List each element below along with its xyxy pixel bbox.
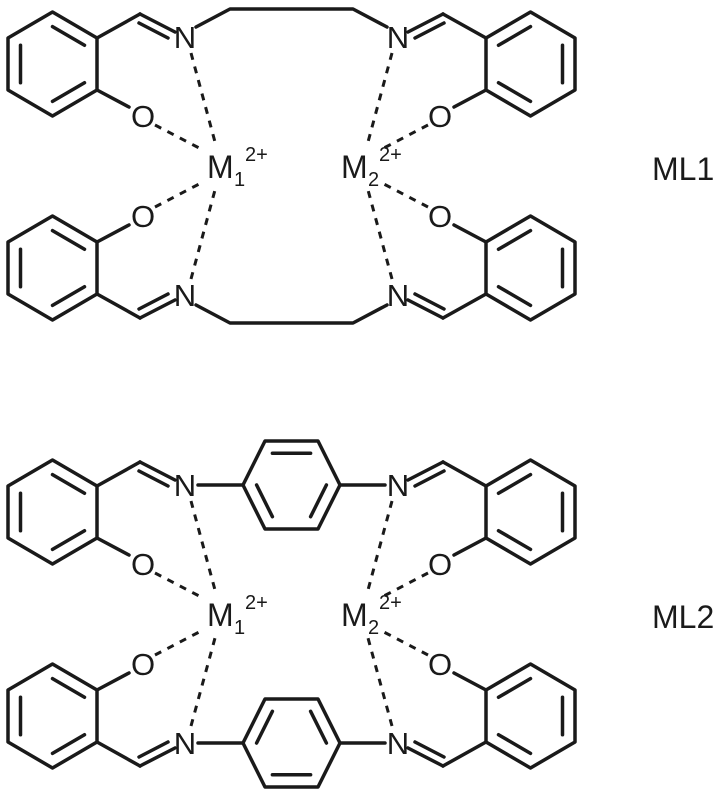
ml1-o-bottom-left-label: O [131,199,155,234]
ml1-ethylene-bridge-bottom [194,303,389,325]
ml2-phenylene-bridge-bottom [196,697,387,789]
ml1-o-top-right-label: O [428,99,452,134]
ml2-complex-label: ML2 [652,599,714,635]
ml2-n-top-right-label: N [387,468,409,503]
ml2-m2-n-bottom-coordination-bond [366,637,394,727]
ml2-m1-n-bottom-coordination-bond [189,637,217,727]
ml2-atom-labels: N N N N O O O O M 1 2+ M 2 2+ ML2 [131,468,714,761]
ml1-m2-n-top-coordination-bond [366,52,394,143]
ml1-m2-n-bottom-coordination-bond [366,189,394,280]
ml1-metal2-label: M 2 2+ [341,144,402,191]
ml1-o-top-left-label: O [131,99,155,134]
ml2-o-top-left-label: O [131,547,155,582]
ml1-o-bottom-right-label: O [428,199,452,234]
ml2-m1-o-bottom-coordination-bond [154,628,204,657]
ml1-m1-n-bottom-coordination-bond [189,189,217,280]
complex-ml2: N N N N O O O O M 1 2+ M 2 2+ ML2 [6,439,714,789]
ml2-metal1-label: M 1 2+ [207,592,268,639]
ml2-n-bottom-left-label: N [174,726,196,761]
ml2-n-bottom-right-label: N [387,726,409,761]
ml1-metal1-label: M 1 2+ [207,144,268,191]
ml1-atom-labels: N N N N O O O O M 1 2+ M 2 2+ ML1 [131,20,714,313]
ml2-o-bottom-left-label: O [131,647,155,682]
ml1-covalent-bonds [6,7,577,325]
ml1-m1-o-bottom-coordination-bond [154,180,204,209]
ml1-m1-o-top-coordination-bond [154,123,204,152]
ml1-m1-n-top-coordination-bond [189,52,217,143]
ml2-coordination-bonds [154,500,429,727]
ml2-m1-n-top-coordination-bond [189,500,217,591]
ml2-n-top-left-label: N [174,468,196,503]
ml2-m2-n-top-coordination-bond [366,500,394,591]
ml2-o-top-right-label: O [428,547,452,582]
ml1-coordination-bonds [154,52,429,280]
ml2-m1-o-top-coordination-bond [154,571,204,600]
ml1-n-bottom-right-label: N [387,278,409,313]
ml2-m2-o-bottom-coordination-bond [379,628,429,657]
ml1-n-top-right-label: N [387,20,409,55]
ml2-metal2-label: M 2 2+ [341,592,402,639]
complex-ml1: N N N N O O O O M 1 2+ M 2 2+ ML1 [6,7,714,325]
ml1-n-bottom-left-label: N [174,278,196,313]
ml2-m2-o-top-coordination-bond [379,571,429,600]
ml1-ethylene-bridge-top [194,7,389,29]
ml1-m2-o-bottom-coordination-bond [379,180,429,209]
ml1-n-top-left-label: N [174,20,196,55]
ml1-m2-o-top-coordination-bond [379,123,429,152]
ml2-phenylene-bridge-top [196,439,387,531]
ml1-complex-label: ML1 [652,151,714,187]
ml2-o-bottom-right-label: O [428,647,452,682]
ml2-covalent-bonds [6,439,577,789]
